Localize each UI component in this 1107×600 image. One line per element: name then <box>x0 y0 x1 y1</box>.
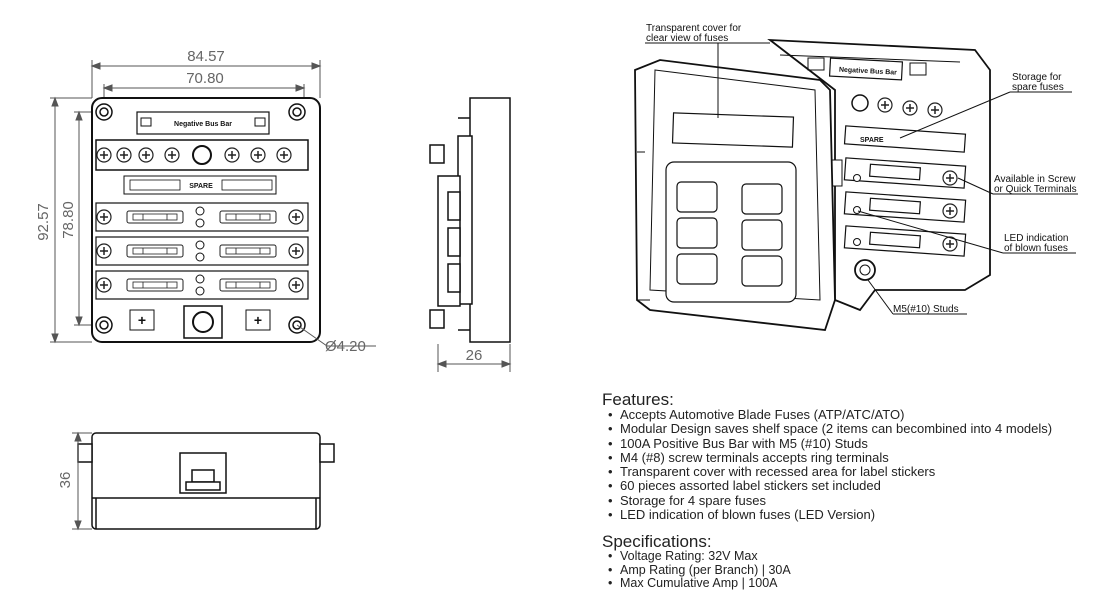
callout-led-line1: LED indication <box>1004 233 1068 244</box>
spec-item: •Max Cumulative Amp | 100A <box>608 576 778 590</box>
dimension-width-inner-label: 70.80 <box>186 70 224 87</box>
dimension-height-outer <box>50 96 92 344</box>
dimension-height-outer-label: 92.57 <box>35 203 52 241</box>
spec-item: •Voltage Rating: 32V Max <box>608 549 758 563</box>
fuse-rows <box>95 202 309 300</box>
feature-item: •LED indication of blown fuses (LED Vers… <box>608 507 876 523</box>
callout-storage-line2: spare fuses <box>1012 82 1064 93</box>
callout-leaders <box>645 42 1078 315</box>
led-indicator-icon <box>853 174 861 246</box>
dimension-depth <box>436 344 512 372</box>
callout-terminals-line2: or Quick Terminals <box>994 184 1077 195</box>
dimension-height-inner-label: 78.80 <box>60 201 77 239</box>
feature-item: •60 pieces assorted label stickers set i… <box>608 478 881 494</box>
iso-spare-label: SPARE <box>860 137 884 144</box>
feature-item: •Storage for 4 spare fuses <box>608 492 766 508</box>
bottom-view <box>77 432 335 530</box>
specifications-list: •Voltage Rating: 32V Max •Amp Rating (pe… <box>602 549 1002 591</box>
screw-row <box>96 145 292 165</box>
iso-screw-row <box>851 94 943 118</box>
cover-label-window <box>671 112 795 148</box>
svg-text:+: + <box>254 312 262 328</box>
feature-item: •Modular Design saves shelf space (2 ite… <box>608 421 1053 437</box>
callout-led-line2: of blown fuses <box>1004 243 1068 254</box>
features-heading: Features: <box>602 390 674 409</box>
feature-item: •M4 (#8) screw terminals accepts ring te… <box>608 449 889 465</box>
dimension-depth-label: 26 <box>466 347 483 364</box>
svg-text:+: + <box>138 312 146 328</box>
callout-storage-line1: Storage for <box>1012 72 1062 83</box>
dimension-width-outer <box>90 60 322 98</box>
specifications-section: Specifications: •Voltage Rating: 32V Max… <box>602 533 1002 591</box>
cover-recess-grid <box>676 181 783 287</box>
hole-diameter-label: Ø4.20 <box>325 338 366 355</box>
spec-item: •Amp Rating (per Branch) | 30A <box>608 562 791 577</box>
callout-cover-line1: Transparent cover for <box>646 23 742 34</box>
iso-negative-bus-bar-label: Negative Bus Bar <box>839 67 898 77</box>
spare-label: SPARE <box>189 183 213 190</box>
iso-fuse-rows <box>843 125 967 257</box>
features-section: Features: •Accepts Automotive Blade Fuse… <box>602 391 1102 522</box>
specifications-heading: Specifications: <box>602 532 712 551</box>
feature-item: •Transparent cover with recessed area fo… <box>608 464 936 480</box>
isometric-view: Negative Bus Bar SPARE <box>634 23 1078 331</box>
dimension-width-outer-label: 84.57 <box>187 48 225 65</box>
feature-item: •100A Positive Bus Bar with M5 (#10) Stu… <box>608 435 868 451</box>
callout-cover-line2: clear view of fuses <box>646 33 728 44</box>
negative-bus-bar-label: Negative Bus Bar <box>174 121 232 128</box>
dimension-width-inner <box>102 84 306 100</box>
dimension-side-height-label: 36 <box>57 472 74 489</box>
front-view: 84.57 70.80 92.57 78.80 <box>35 48 376 355</box>
negative-bus-bar-plate <box>136 111 270 135</box>
dimension-side-height <box>72 431 92 531</box>
feature-item: •Accepts Automotive Blade Fuses (ATP/ATC… <box>608 407 905 422</box>
callout-studs: M5(#10) Studs <box>893 304 959 315</box>
side-view <box>429 97 511 343</box>
callout-terminals-line1: Available in Screw <box>994 174 1076 185</box>
features-list: •Accepts Automotive Blade Fuses (ATP/ATC… <box>602 407 1102 523</box>
